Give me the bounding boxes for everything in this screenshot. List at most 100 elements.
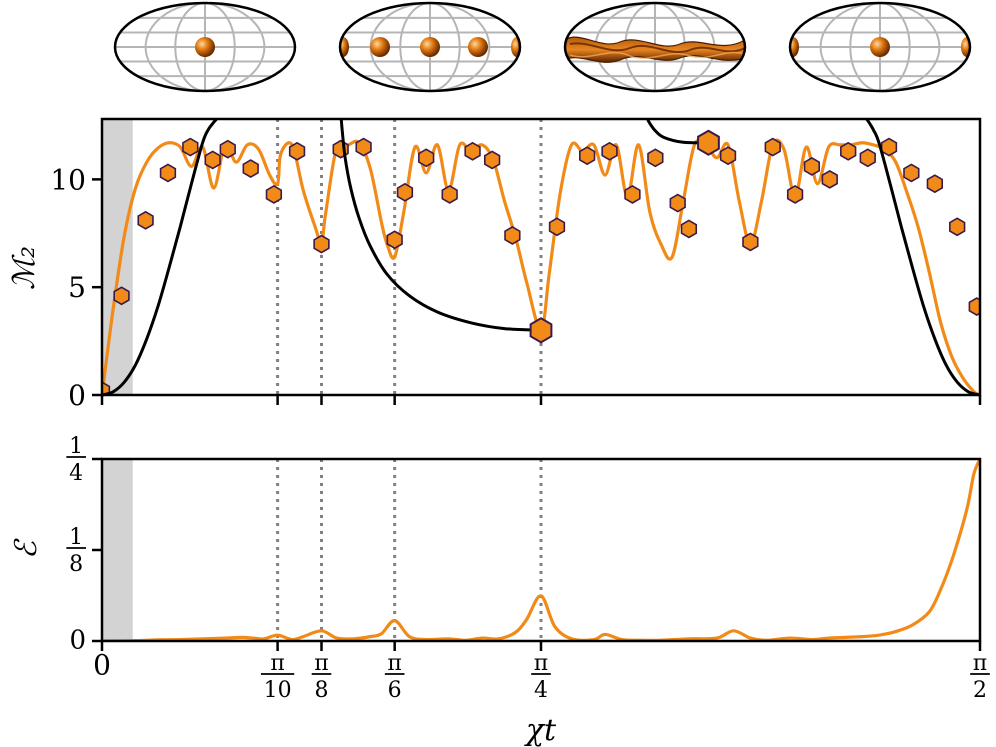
x-tick-label-denominator: 10 xyxy=(264,678,292,703)
data-point xyxy=(579,146,596,166)
y-axis-label-bottom: ℰ xyxy=(9,538,44,559)
connector-line xyxy=(339,118,542,332)
y-tick-label-denominator: 8 xyxy=(69,552,83,577)
highlighted-point xyxy=(697,129,720,156)
globe-inset xyxy=(338,1,522,93)
data-point xyxy=(680,219,698,239)
x-tick-label-denominator: 4 xyxy=(534,678,548,703)
state-blob xyxy=(961,37,970,57)
y-axis-label-top: ℳ₂ xyxy=(7,246,42,290)
data-point xyxy=(242,159,259,179)
data-point xyxy=(880,137,898,157)
highlighted-point xyxy=(529,317,553,344)
inset-globes xyxy=(113,1,972,93)
globe-meridian xyxy=(399,3,461,91)
data-point xyxy=(182,137,199,157)
state-blob xyxy=(420,37,440,57)
x-tick-label: π2 xyxy=(970,651,990,703)
x-tick-label: π8 xyxy=(311,651,332,703)
data-point xyxy=(840,141,857,161)
data-point xyxy=(204,150,221,170)
globe-inset xyxy=(113,1,297,93)
data-point xyxy=(159,163,177,183)
data-point xyxy=(786,185,804,204)
state-blob xyxy=(511,37,520,57)
y-tick-label: 18 xyxy=(66,525,86,577)
y-tick-label-denominator: 4 xyxy=(69,461,83,486)
data-point xyxy=(355,137,372,157)
y-tick-label: 0 xyxy=(68,379,86,412)
data-point xyxy=(504,226,521,245)
state-blob xyxy=(340,37,349,57)
x-tick-label-text: 0 xyxy=(93,648,111,681)
y-tick-label: 0 xyxy=(69,626,86,656)
data-point xyxy=(647,148,664,168)
shaded-region xyxy=(102,459,133,641)
y-tick-label-text: 0 xyxy=(69,626,86,656)
data-point xyxy=(396,182,414,202)
data-point xyxy=(113,286,130,306)
data-point xyxy=(313,234,330,254)
data-point xyxy=(265,185,283,204)
x-axis-label: χt xyxy=(524,713,557,747)
data-point xyxy=(386,230,403,250)
globe-meridian xyxy=(144,3,266,91)
connector-line xyxy=(646,118,712,145)
x-tick-label-numerator: π xyxy=(314,651,328,676)
data-point xyxy=(464,141,481,161)
y-tick-label: 10 xyxy=(50,163,86,196)
y-tick-label: 14 xyxy=(66,434,86,486)
connector-line xyxy=(865,118,981,397)
series-line xyxy=(102,138,980,395)
data-point xyxy=(219,139,236,159)
series-line xyxy=(102,459,980,641)
data-point xyxy=(764,137,781,157)
state-blob xyxy=(370,37,390,57)
state-blob xyxy=(195,37,215,57)
globe-meridian xyxy=(819,3,941,91)
globe-meridian xyxy=(849,3,911,91)
data-point xyxy=(137,210,154,230)
top-x-ticks xyxy=(100,395,982,405)
globe-inset xyxy=(563,1,747,93)
x-tick-label: π4 xyxy=(531,651,551,703)
data-point xyxy=(719,146,737,166)
top-panel: 0 5 10 ℳ₂ xyxy=(7,117,982,412)
x-tick-label-numerator: π xyxy=(387,651,401,676)
x-tick-label: 0 xyxy=(93,648,111,681)
reference-lines xyxy=(276,119,543,395)
data-point xyxy=(288,141,306,161)
x-tick-label: π10 xyxy=(260,651,295,703)
data-point xyxy=(483,150,501,170)
state-blob xyxy=(790,37,799,57)
y-tick-label: 5 xyxy=(68,271,86,304)
data-point xyxy=(859,148,876,168)
data-point xyxy=(669,193,686,213)
reference-lines xyxy=(276,459,543,641)
data-point xyxy=(949,217,966,237)
data-point xyxy=(903,163,920,183)
data-point xyxy=(821,169,838,189)
y-tick-label-numerator: 1 xyxy=(69,525,83,550)
x-tick-label-denominator: 6 xyxy=(388,678,402,703)
data-point xyxy=(548,217,566,237)
data-point xyxy=(742,232,759,252)
state-band xyxy=(565,36,745,63)
globe-meridian xyxy=(174,3,236,91)
x-tick-label-numerator: π xyxy=(534,651,548,676)
top-y-ticks: 0 5 10 xyxy=(50,163,102,412)
data-point xyxy=(441,185,458,204)
bottom-series xyxy=(102,459,980,641)
x-tick-label-numerator: π xyxy=(270,651,284,676)
x-tick-label: π6 xyxy=(384,651,405,703)
globe-inset xyxy=(788,1,972,93)
state-blob xyxy=(468,37,488,57)
data-point xyxy=(418,148,435,168)
y-tick-label-numerator: 1 xyxy=(69,434,83,459)
data-point xyxy=(803,157,821,176)
data-point xyxy=(926,174,944,194)
data-point xyxy=(601,141,618,161)
